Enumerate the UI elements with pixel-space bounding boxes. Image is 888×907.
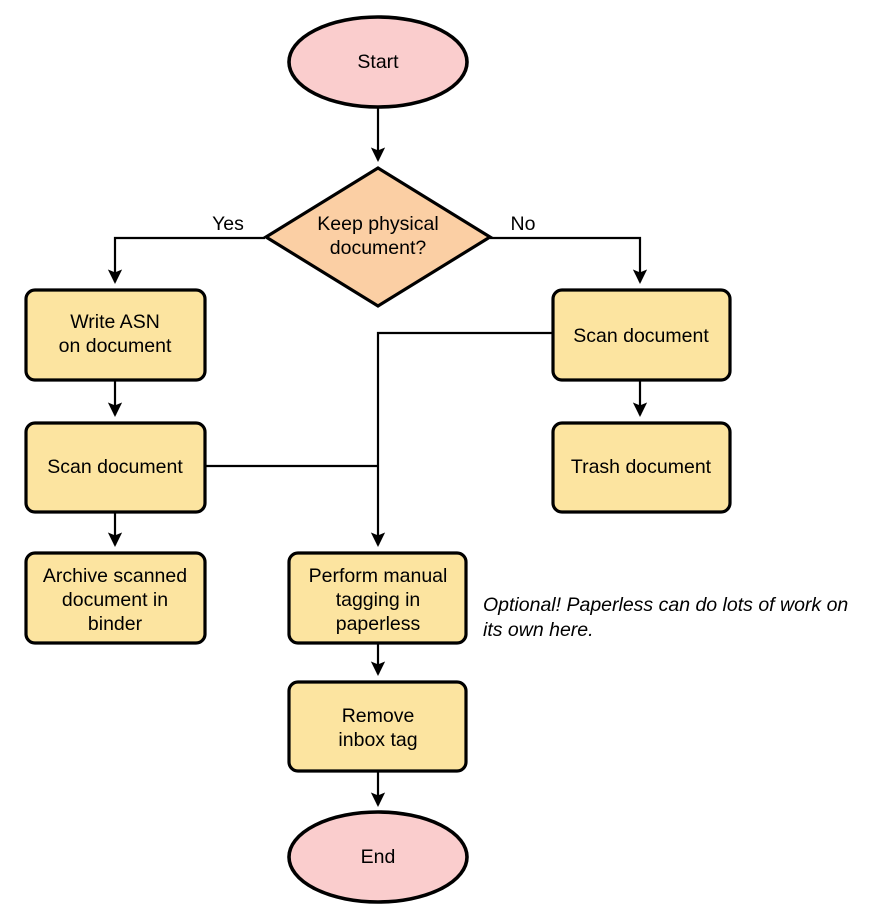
trash-document-box-shape (551, 421, 732, 514)
end-label: End (361, 846, 396, 868)
remove-inbox-box-shape (287, 680, 468, 773)
manual-tagging-label-line2: tagging in (336, 589, 421, 611)
manual-tagging-label-line3: paperless (336, 613, 421, 635)
scan-document-left-label: Scan document (47, 456, 183, 478)
scan-document-left-box-shape (24, 421, 207, 514)
decision-label-line1: Keep physical (317, 213, 438, 235)
node-write-asn-on-document[interactable]: Write ASN on document (24, 288, 207, 382)
end-ellipse-shape (287, 810, 469, 904)
annotation-line1: Optional! Paperless can do lots of work … (483, 594, 848, 616)
node-scan-document-left[interactable]: Scan document (24, 421, 207, 514)
manual-tagging-label-line1: Perform manual (309, 565, 448, 587)
archive-label-line3: binder (88, 613, 143, 635)
write-asn-box-shape (24, 288, 207, 382)
start-ellipse-shape (287, 15, 469, 109)
scan-document-right-label: Scan document (573, 325, 709, 347)
remove-inbox-label-line1: Remove (342, 705, 415, 727)
write-asn-label-line1: Write ASN (70, 311, 160, 333)
trash-document-label: Trash document (571, 456, 712, 478)
edge-label-no: No (511, 213, 536, 235)
connector-layer (107, 107, 648, 807)
scan-document-right-box-shape (551, 288, 732, 382)
archive-label-line1: Archive scanned (43, 565, 187, 587)
archive-label-line2: document in (62, 589, 168, 611)
node-trash-document[interactable]: Trash document (551, 421, 732, 514)
start-label: Start (357, 51, 399, 73)
decision-diamond-shape (262, 166, 494, 308)
annotation-optional-paperless: Optional! Paperless can do lots of work … (483, 594, 848, 641)
write-asn-label-line2: on document (59, 335, 172, 357)
archive-box-shape (24, 551, 207, 645)
node-perform-manual-tagging[interactable]: Perform manual tagging in paperless (287, 551, 468, 645)
annotation-line2: its own here. (483, 619, 594, 641)
edge-label-yes: Yes (212, 213, 244, 235)
edge-decision-no-to-scan-right (490, 236, 648, 284)
edge-scan-right-to-manual-tagging (370, 331, 553, 547)
node-archive-scanned-document[interactable]: Archive scanned document in binder (24, 551, 207, 645)
node-remove-inbox-tag[interactable]: Remove inbox tag (287, 680, 468, 773)
node-end[interactable]: End (287, 810, 469, 904)
remove-inbox-label-line2: inbox tag (338, 729, 417, 751)
node-scan-document-right[interactable]: Scan document (551, 288, 732, 382)
node-start[interactable]: Start (287, 15, 469, 109)
edge-decision-yes-to-write-asn (107, 236, 265, 284)
manual-tagging-box-shape (287, 551, 468, 645)
node-decision-keep-physical-document[interactable]: Keep physical document? (262, 166, 494, 308)
decision-label-line2: document? (330, 237, 427, 259)
